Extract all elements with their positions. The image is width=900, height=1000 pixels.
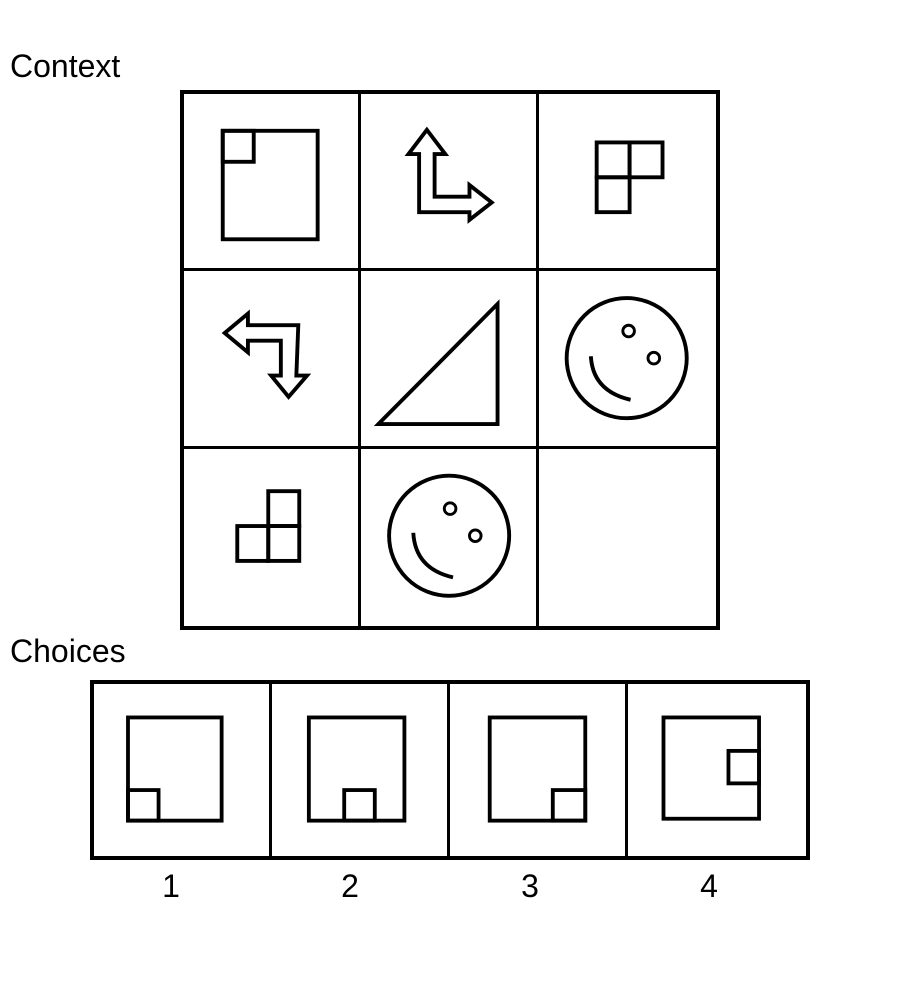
choice-4[interactable]: [628, 684, 806, 856]
square-with-small-square-right-icon: [661, 715, 761, 821]
context-cell-4: [184, 271, 362, 449]
choice-number-2: 2: [341, 868, 359, 904]
context-label: Context: [10, 48, 121, 84]
square-with-small-square-bottom-left-icon: [126, 715, 224, 823]
context-cell-2: [361, 94, 539, 272]
three-squares-l-shape-icon: [594, 140, 665, 215]
choice-1[interactable]: [94, 684, 272, 856]
choice-number-4: 4: [700, 868, 718, 904]
context-grid: [180, 90, 720, 630]
choice-number-3: 3: [521, 868, 539, 904]
right-triangle-icon: [374, 299, 500, 427]
choice-2[interactable]: [272, 684, 450, 856]
three-squares-l-shape-icon: [235, 488, 302, 563]
choice-3[interactable]: [450, 684, 628, 856]
empty-answer-cell: [539, 449, 716, 626]
context-cell-6: [538, 271, 716, 449]
choice-number-1: 1: [162, 868, 180, 904]
context-cell-8: [361, 448, 539, 626]
square-with-small-square-bottom-right-icon: [487, 715, 588, 823]
context-cell-5: [361, 271, 539, 449]
choices-label: Choices: [10, 633, 126, 669]
square-with-small-square-bottom-center-icon: [306, 715, 407, 823]
square-with-small-square-top-left-icon: [220, 128, 320, 242]
context-cell-7: [184, 448, 362, 626]
arrow-left-down-elbow-icon: [221, 309, 312, 401]
smiley-face-icon: [564, 296, 689, 421]
smiley-face-icon: [387, 473, 512, 598]
context-cell-1: [184, 94, 362, 272]
context-cell-3: [538, 94, 716, 272]
arrow-up-right-elbow-icon: [404, 126, 496, 224]
choices-grid: [90, 680, 810, 860]
